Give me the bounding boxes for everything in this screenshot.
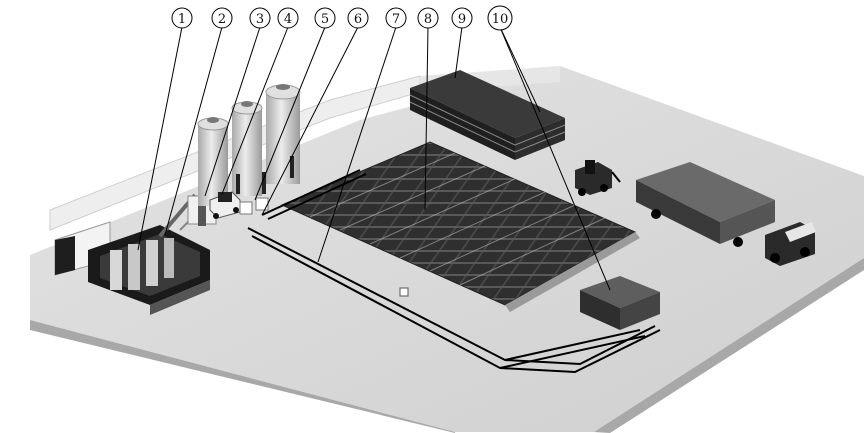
callout-7: 7 [385,7,407,29]
callout-circle [277,7,299,29]
callout-circle [487,5,513,31]
callout-label: 5 [321,12,329,27]
callout-circle [417,7,439,29]
callout-label: 2 [218,12,226,27]
callout-label: 9 [458,12,466,27]
callout-4: 4 [277,7,299,29]
callout-circle [385,7,407,29]
callout-5: 5 [314,7,336,29]
callout-label: 1 [178,12,186,27]
callout-label: 3 [256,12,264,27]
callout-8: 8 [417,7,439,29]
silo-3 [265,84,301,184]
dosing-units [239,197,269,215]
leader-lines [137,26,611,291]
mixer-house [88,225,210,315]
callout-group: 1 2 3 4 5 6 7 8 9 10 [171,5,513,31]
rail-track [247,169,661,374]
forklift [575,160,621,196]
callout-circle [249,7,271,29]
callout-circle [211,7,233,29]
callout-circle [347,7,369,29]
callout-6: 6 [347,7,369,29]
production-beds [280,141,640,312]
callout-label: 4 [284,12,292,27]
callout-circle [171,7,193,29]
callout-10: 10 [487,5,513,31]
callout-circle [314,7,336,29]
curing-box [580,276,660,330]
callout-1: 1 [171,7,193,29]
callout-label: 10 [492,12,509,27]
callout-3: 3 [249,7,271,29]
callout-2: 2 [211,7,233,29]
callout-label: 8 [424,12,432,27]
callout-circle [451,7,473,29]
truck [636,162,816,266]
product-stack [409,70,566,160]
rail-marker [399,287,409,297]
callout-label: 7 [392,12,400,27]
callout-9: 9 [451,7,473,29]
callout-label: 6 [354,12,362,27]
loader-vehicle [209,191,241,219]
